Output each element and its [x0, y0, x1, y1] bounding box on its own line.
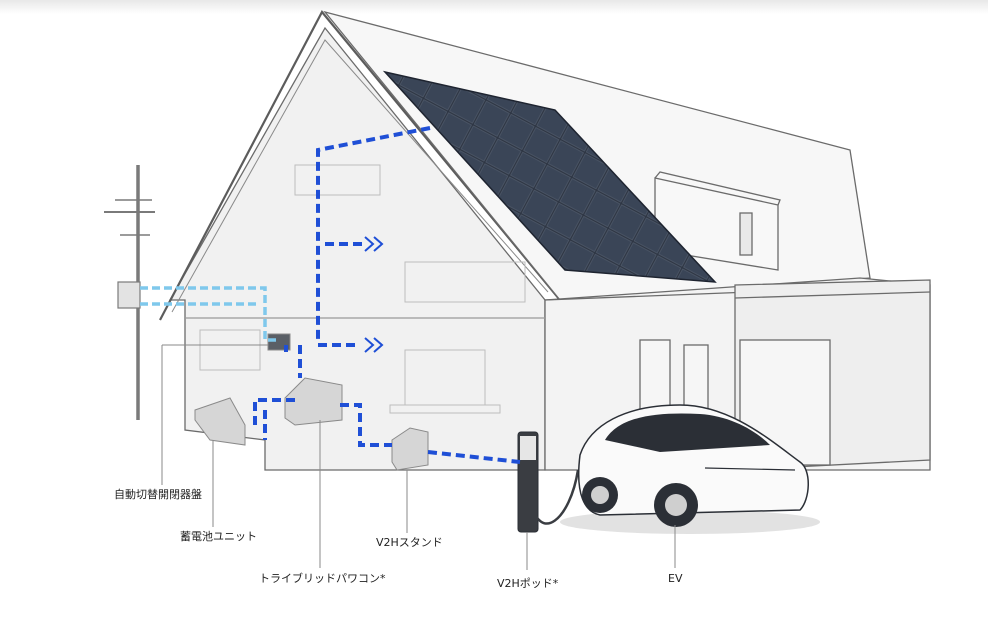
roof-edge — [159, 10, 561, 321]
ev-car — [560, 404, 820, 534]
power-flow-lines — [253, 126, 521, 464]
solar-panel-array — [382, 70, 717, 283]
charging-cable — [528, 469, 580, 525]
interior-furniture — [199, 164, 526, 414]
label-inverter: トライブリッドパワコン* — [259, 572, 386, 585]
top-fade-bar — [0, 0, 988, 14]
label-battery: 蓄電池ユニット — [180, 530, 257, 543]
leader-lines — [161, 344, 676, 570]
v2h-stand-unit — [391, 427, 429, 471]
label-switchboard: 自動切替開閉器盤 — [114, 488, 202, 501]
label-v2h-pod: V2Hポッド* — [497, 577, 559, 590]
flow-arrow-icons — [364, 236, 384, 353]
label-ev: EV — [668, 572, 683, 585]
gable-wall — [168, 26, 546, 471]
inverter-unit — [284, 377, 343, 426]
side-window — [683, 344, 709, 411]
battery-unit — [194, 397, 246, 446]
utility-pole — [104, 165, 155, 420]
grid-flow-lines — [140, 286, 280, 342]
label-v2h-stand: V2Hスタンド — [376, 536, 443, 549]
